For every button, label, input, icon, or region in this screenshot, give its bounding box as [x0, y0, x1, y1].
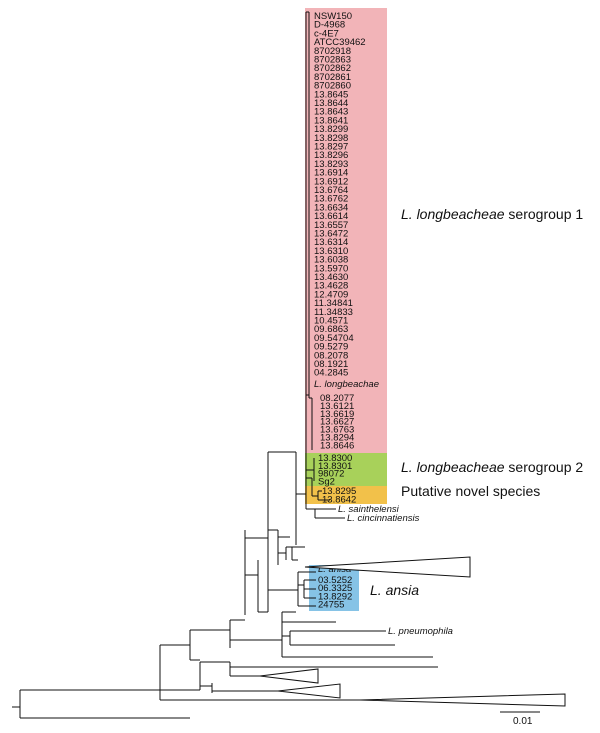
serogroup-1-tip: c-4E7 — [314, 28, 339, 39]
serogroup-1-tip: 13.8299 — [314, 124, 348, 135]
serogroup-1-tip: 13.8293 — [314, 159, 348, 170]
tip-l-sainthelensi: L. sainthelensi — [338, 504, 400, 515]
serogroup-1-sub-tip: 13.8646 — [320, 440, 354, 451]
serogroup-1-tip: 8702863 — [314, 55, 351, 66]
serogroup-1-tip: 13.8296 — [314, 150, 348, 161]
serogroup-1-tip: 13.8645 — [314, 89, 348, 100]
ansia-tip: 24755 — [318, 600, 344, 611]
serogroup-2-tip: 98072 — [318, 469, 344, 480]
serogroup-1-tip: 09.5279 — [314, 342, 348, 353]
scale-bar-label: 0.01 — [513, 716, 533, 727]
label-serogroup-1: L. longbeacheae serogroup 1 — [401, 206, 583, 222]
tip-l-anisa: L. anisa — [318, 564, 351, 575]
serogroup-1-tip: 13.8643 — [314, 107, 348, 118]
ansia-tip: 06.3325 — [318, 583, 352, 594]
serogroup-1-tip: 8702918 — [314, 46, 351, 57]
label-novel-species: Putative novel species — [401, 483, 540, 499]
tip-l-cincinnatiensis: L. cincinnatiensis — [347, 513, 420, 524]
serogroup-1-tip: 11.34841 — [314, 298, 353, 309]
serogroup-1-tip: 13.8298 — [314, 133, 348, 144]
collapsed-clade-3 — [277, 683, 341, 699]
serogroup-1-tip: D-4968 — [314, 20, 345, 31]
serogroup-2-tip: 13.8300 — [318, 453, 352, 464]
serogroup-2-box — [305, 453, 387, 486]
collapsed-clade-1 — [304, 556, 471, 578]
serogroup-1-tip: 13.6557 — [314, 220, 348, 231]
serogroup-1-tip: 13.8644 — [314, 98, 348, 109]
serogroup-1-sub-tip: 13.6619 — [320, 409, 354, 420]
serogroup-1-tip: 8702860 — [314, 81, 351, 92]
ansia-tip: 13.8292 — [318, 591, 352, 602]
serogroup-1-sub-tip: 13.8294 — [320, 433, 354, 444]
serogroup-2-tip: 13.8301 — [318, 461, 352, 472]
serogroup-1-tip: 13.4630 — [314, 272, 348, 283]
serogroup-1-sub-tip: 08.2077 — [320, 393, 354, 404]
serogroup-1-tip: 13.6314 — [314, 237, 348, 248]
serogroup-1-tip: 09.54704 — [314, 333, 354, 344]
collapsed-clade-4 — [359, 693, 566, 707]
serogroup-1-tip: 10.4571 — [314, 316, 348, 327]
serogroup-1-tip: 08.2078 — [314, 350, 348, 361]
serogroup-1-tip: 08.1921 — [314, 359, 348, 370]
serogroup-1-tip: 13.6614 — [314, 211, 348, 222]
label-ansia: L. ansia — [370, 582, 419, 598]
ansia-box — [309, 565, 359, 611]
serogroup-1-tip: 13.6038 — [314, 255, 348, 266]
tip-l-longbeachae: L. longbeachae — [314, 379, 379, 390]
serogroup-1-tip: 13.5970 — [314, 263, 348, 274]
serogroup-1-tip: 13.6912 — [314, 176, 348, 187]
label-serogroup-2: L. longbeacheae serogroup 2 — [401, 459, 583, 475]
serogroup-1-tip: NSW150 — [314, 11, 352, 22]
ansia-tip: 03.5252 — [318, 575, 352, 586]
serogroup-1-tip: 13.6634 — [314, 202, 348, 213]
serogroup-1-tip: 04.2845 — [314, 368, 348, 379]
serogroup-1-tip: 13.4628 — [314, 281, 348, 292]
serogroup-1-tips: NSW150D-4968c-4E7ATCC3946287029188702863… — [314, 11, 366, 379]
serogroup-1-tip: 13.6472 — [314, 229, 348, 240]
serogroup-1-tip: 8702861 — [314, 72, 351, 83]
serogroup-1-sub-tip: 13.6763 — [320, 425, 354, 436]
serogroup-1-tip: 13.8297 — [314, 142, 348, 153]
serogroup-1-tip: 8702862 — [314, 63, 351, 74]
serogroup-1-sub-tip: 13.6121 — [320, 401, 354, 412]
serogroup-1-tip: 12.4709 — [314, 289, 348, 300]
serogroup-1-tip: 11.34833 — [314, 307, 353, 318]
novel-species-tip: 13.8295 — [322, 486, 356, 497]
serogroup-1-tip: 09.6863 — [314, 324, 348, 335]
collapsed-clade-2 — [259, 668, 319, 684]
serogroup-1-tip: ATCC39462 — [314, 37, 366, 48]
serogroup-1-tip: 13.6914 — [314, 168, 348, 179]
serogroup-1-tip: 13.8641 — [314, 115, 348, 126]
serogroup-2-tip: Sg2 — [318, 476, 335, 487]
serogroup-1-tip: 13.6764 — [314, 185, 348, 196]
serogroup-1-sub-tip: 13.6627 — [320, 417, 354, 428]
serogroup-1-box — [305, 8, 387, 453]
serogroup-1-tip: 13.6310 — [314, 246, 348, 257]
tip-l-pneumophila: L. pneumophila — [388, 626, 453, 637]
tree-branches — [12, 11, 560, 719]
serogroup-1-subclade-tips: 08.207713.612113.661913.662713.676313.82… — [320, 393, 354, 451]
serogroup-1-tip: 13.6762 — [314, 194, 348, 205]
novel-species-tip: 13.8642 — [322, 495, 356, 506]
